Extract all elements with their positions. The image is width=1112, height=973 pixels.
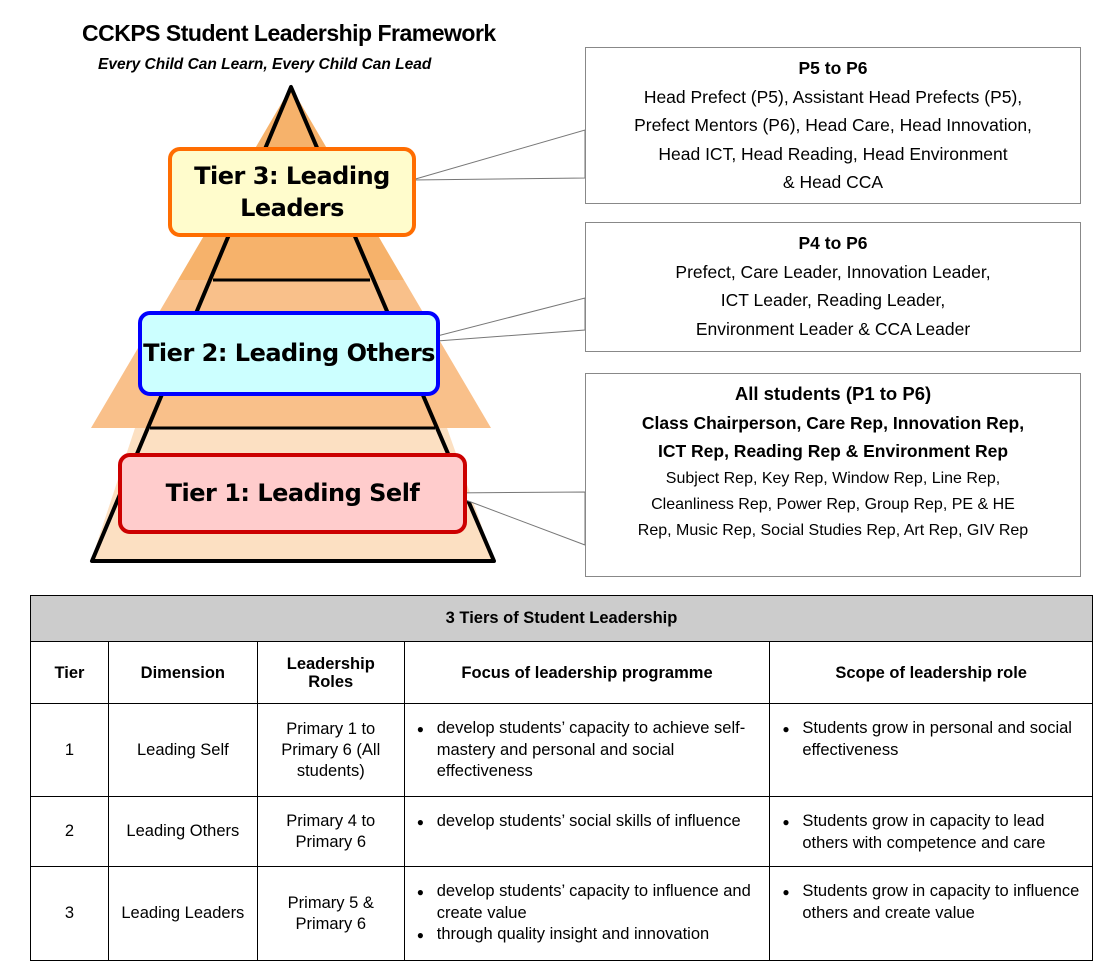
callout-line: Prefect, Care Leader, Innovation Leader, [675, 261, 991, 282]
callout-line: Prefect Mentors (P6), Head Care, Head In… [634, 115, 1032, 135]
header-roles: Leadership Roles [256, 641, 405, 704]
callout-line: Subject Rep, Key Rep, Window Rep, Line R… [665, 469, 1001, 487]
cell-roles: Primary 4 to Primary 6 [256, 796, 405, 867]
cell-scope: Students grow in personal and social eff… [769, 703, 1093, 797]
callout-pointer-tier3 [411, 129, 586, 181]
cell-roles: Primary 1 to Primary 6 (All students) [256, 703, 405, 797]
bullet-item: Students grow in capacity to lead others… [782, 811, 1084, 854]
cell-tier: 1 [30, 703, 109, 797]
bullet-item: Students grow in capacity to influence o… [782, 881, 1084, 924]
callout-tier3: P5 to P6 Head Prefect (P5), Assistant He… [585, 47, 1081, 204]
callout-tier1: All students (P1 to P6) Class Chairperso… [585, 373, 1081, 577]
cell-focus: develop students’ social skills of influ… [403, 796, 771, 867]
cell-dimension: Leading Others [107, 796, 258, 867]
bullet-item: develop students’ social skills of influ… [417, 811, 762, 833]
subtitle: Every Child Can Learn, Every Child Can L… [98, 56, 432, 73]
callout-line: ICT Leader, Reading Leader, [720, 290, 946, 310]
callout-line: Head ICT, Head Reading, Head Environment [658, 143, 1008, 164]
table-row: 2 Leading Others Primary 4 to Primary 6 … [30, 796, 1093, 867]
tier-3-label: Tier 3: Leading Leaders [168, 147, 416, 237]
cell-roles: Primary 5 & Primary 6 [256, 866, 405, 961]
tiers-table: 3 Tiers of Student Leadership Tier Dimen… [30, 595, 1093, 961]
callout-line: Environment Leader & CCA Leader [695, 318, 971, 339]
cell-tier: 2 [30, 796, 109, 867]
callout-bold-line: ICT Rep, Reading Rep & Environment Rep [657, 441, 1009, 461]
bullet-item: develop students’ capacity to influence … [417, 881, 762, 924]
cell-dimension: Leading Leaders [107, 866, 258, 961]
cell-focus: develop students’ capacity to influence … [403, 866, 771, 961]
bullet-item: develop students’ capacity to achieve se… [417, 718, 762, 782]
callout-heading: All students (P1 to P6) [734, 383, 932, 404]
table-row: 1 Leading Self Primary 1 to Primary 6 (A… [30, 703, 1093, 797]
cell-focus: develop students’ capacity to achieve se… [403, 703, 771, 797]
cell-scope: Students grow in capacity to lead others… [769, 796, 1093, 867]
tier-2-label: Tier 2: Leading Others [138, 311, 440, 396]
tier-1-label: Tier 1: Leading Self [118, 453, 467, 534]
bullet-item: through quality insight and innovation [417, 924, 762, 946]
header-tier: Tier [30, 641, 109, 704]
page-title: CCKPS Student Leadership Framework [82, 20, 496, 46]
callout-line: Cleanliness Rep, Power Rep, Group Rep, P… [651, 495, 1015, 513]
callout-line: Head Prefect (P5), Assistant Head Prefec… [643, 86, 1023, 107]
callout-heading: P4 to P6 [798, 233, 868, 253]
callout-heading: P5 to P6 [798, 58, 868, 78]
table-row: 3 Leading Leaders Primary 5 & Primary 6 … [30, 866, 1093, 961]
bullet-item: Students grow in personal and social eff… [782, 718, 1084, 761]
header-scope: Scope of leadership role [769, 641, 1093, 704]
cell-scope: Students grow in capacity to influence o… [769, 866, 1093, 961]
callout-tier2: P4 to P6 Prefect, Care Leader, Innovatio… [585, 222, 1081, 352]
header-focus: Focus of leadership programme [403, 641, 771, 704]
cell-tier: 3 [30, 866, 109, 961]
table-caption: 3 Tiers of Student Leadership [30, 595, 1093, 642]
callout-bold-line: Class Chairperson, Care Rep, Innovation … [641, 412, 1025, 433]
callout-line: Rep, Music Rep, Social Studies Rep, Art … [637, 521, 1029, 539]
cell-dimension: Leading Self [107, 703, 258, 797]
header-dimension: Dimension [107, 641, 258, 704]
callout-line: & Head CCA [782, 172, 884, 192]
